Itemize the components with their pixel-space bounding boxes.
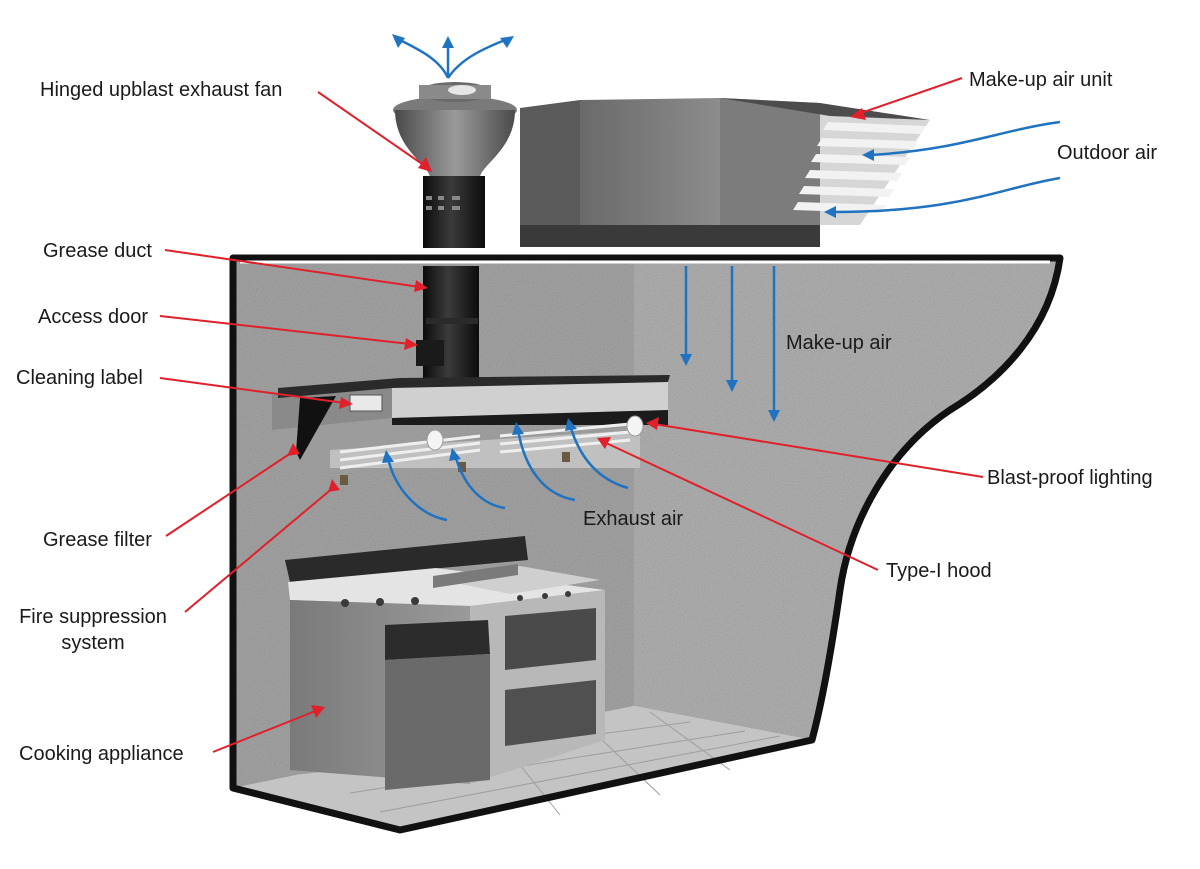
label-cleaning-label: Cleaning label [16, 367, 143, 389]
exhaust-fan-assembly [393, 82, 517, 384]
label-fire-suppression-line1: Fire suppression [19, 606, 167, 628]
type-i-hood [272, 375, 670, 485]
louvers [793, 122, 926, 213]
airflow-arrows [386, 38, 1061, 522]
label-fire-suppression-line2: system [61, 632, 125, 654]
room-outline [229, 254, 1064, 834]
leader-arrowheads [287, 108, 866, 718]
label-makeup-air: Make-up air [786, 332, 892, 354]
label-cooking-appliance: Cooking appliance [19, 743, 184, 765]
airflow-arrowheads [382, 34, 874, 463]
label-fire-suppression: Fire suppression system [10, 604, 176, 656]
label-access-door: Access door [38, 306, 149, 328]
label-makeup-air-unit: Make-up air unit [969, 69, 1113, 91]
cooking-appliance [285, 536, 605, 790]
label-blast-proof-lighting: Blast-proof lighting [987, 467, 1153, 489]
room-back-wall [233, 258, 1060, 740]
label-exhaust-fan: Hinged upblast exhaust fan [40, 79, 283, 101]
label-outdoor-air: Outdoor air [1057, 142, 1158, 164]
label-grease-duct: Grease duct [43, 240, 152, 262]
access-door-panel [416, 340, 444, 366]
label-type-i-hood: Type-I hood [886, 560, 992, 582]
cleaning-label-plate [349, 394, 383, 412]
label-exhaust-air: Exhaust air [583, 508, 684, 530]
label-grease-filter: Grease filter [43, 529, 152, 551]
makeup-air-unit [520, 98, 930, 247]
leader-lines [159, 77, 984, 753]
